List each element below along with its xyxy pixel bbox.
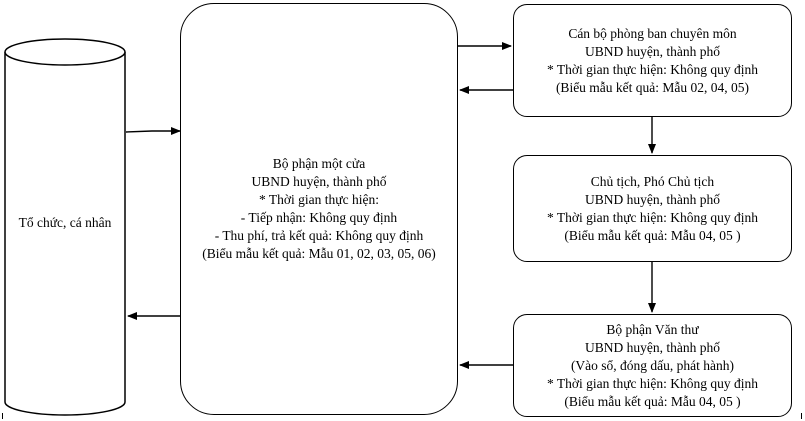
specialist-node: Cán bộ phòng ban chuyên môn UBND huyện, … xyxy=(513,4,792,117)
one-stop-org: UBND huyện, thành phố xyxy=(251,174,387,189)
one-stop-forms: (Biểu mẫu kết quả: Mẫu 01, 02, 03, 05, 0… xyxy=(202,246,436,261)
one-stop-time-heading: * Thời gian thực hiện: xyxy=(259,192,379,207)
one-stop-node: Bộ phận một cửa UBND huyện, thành phố * … xyxy=(180,3,458,415)
clerical-node: Bộ phận Văn thư UBND huyện, thành phố (V… xyxy=(513,314,792,417)
specialist-forms: (Biểu mẫu kết quả: Mẫu 02, 04, 05) xyxy=(555,79,750,95)
corner-tick-right xyxy=(801,413,802,419)
cylinder-shape xyxy=(4,38,126,416)
specialist-title: Cán bộ phòng ban chuyên môn xyxy=(568,25,737,41)
corner-tick-left xyxy=(2,413,3,419)
clerical-org: UBND huyện, thành phố xyxy=(584,339,720,355)
chairman-node: Chủ tịch, Phó Chủ tịch UBND huyện, thành… xyxy=(513,155,792,262)
one-stop-title: Bộ phận một cửa xyxy=(272,156,366,171)
clerical-task: (Vào sổ, đóng dấu, phát hành) xyxy=(570,357,735,373)
one-stop-fee-return-time: - Thu phí, trả kết quả: Không quy định xyxy=(214,228,424,243)
specialist-org: UBND huyện, thành phố xyxy=(584,43,720,59)
arrow-person-to-one-stop xyxy=(125,127,181,135)
chairman-forms: (Biểu mẫu kết quả: Mẫu 04, 05 ) xyxy=(564,227,741,243)
specialist-time: * Thời gian thực hiện: Không quy định xyxy=(546,61,759,77)
chairman-org: UBND huyện, thành phố xyxy=(584,191,720,207)
person-label: Tổ chức, cá nhân xyxy=(18,215,112,230)
clerical-time: * Thời gian thực hiện: Không quy định xyxy=(546,375,759,391)
clerical-title: Bộ phận Văn thư xyxy=(606,321,699,337)
chairman-time: * Thời gian thực hiện: Không quy định xyxy=(546,209,759,225)
chairman-title: Chủ tịch, Phó Chủ tịch xyxy=(590,173,715,189)
person-node: Tổ chức, cá nhân xyxy=(4,38,126,416)
one-stop-receive-time: - Tiếp nhận: Không quy định xyxy=(240,210,398,225)
clerical-forms: (Biểu mẫu kết quả: Mẫu 04, 05 ) xyxy=(564,393,741,409)
